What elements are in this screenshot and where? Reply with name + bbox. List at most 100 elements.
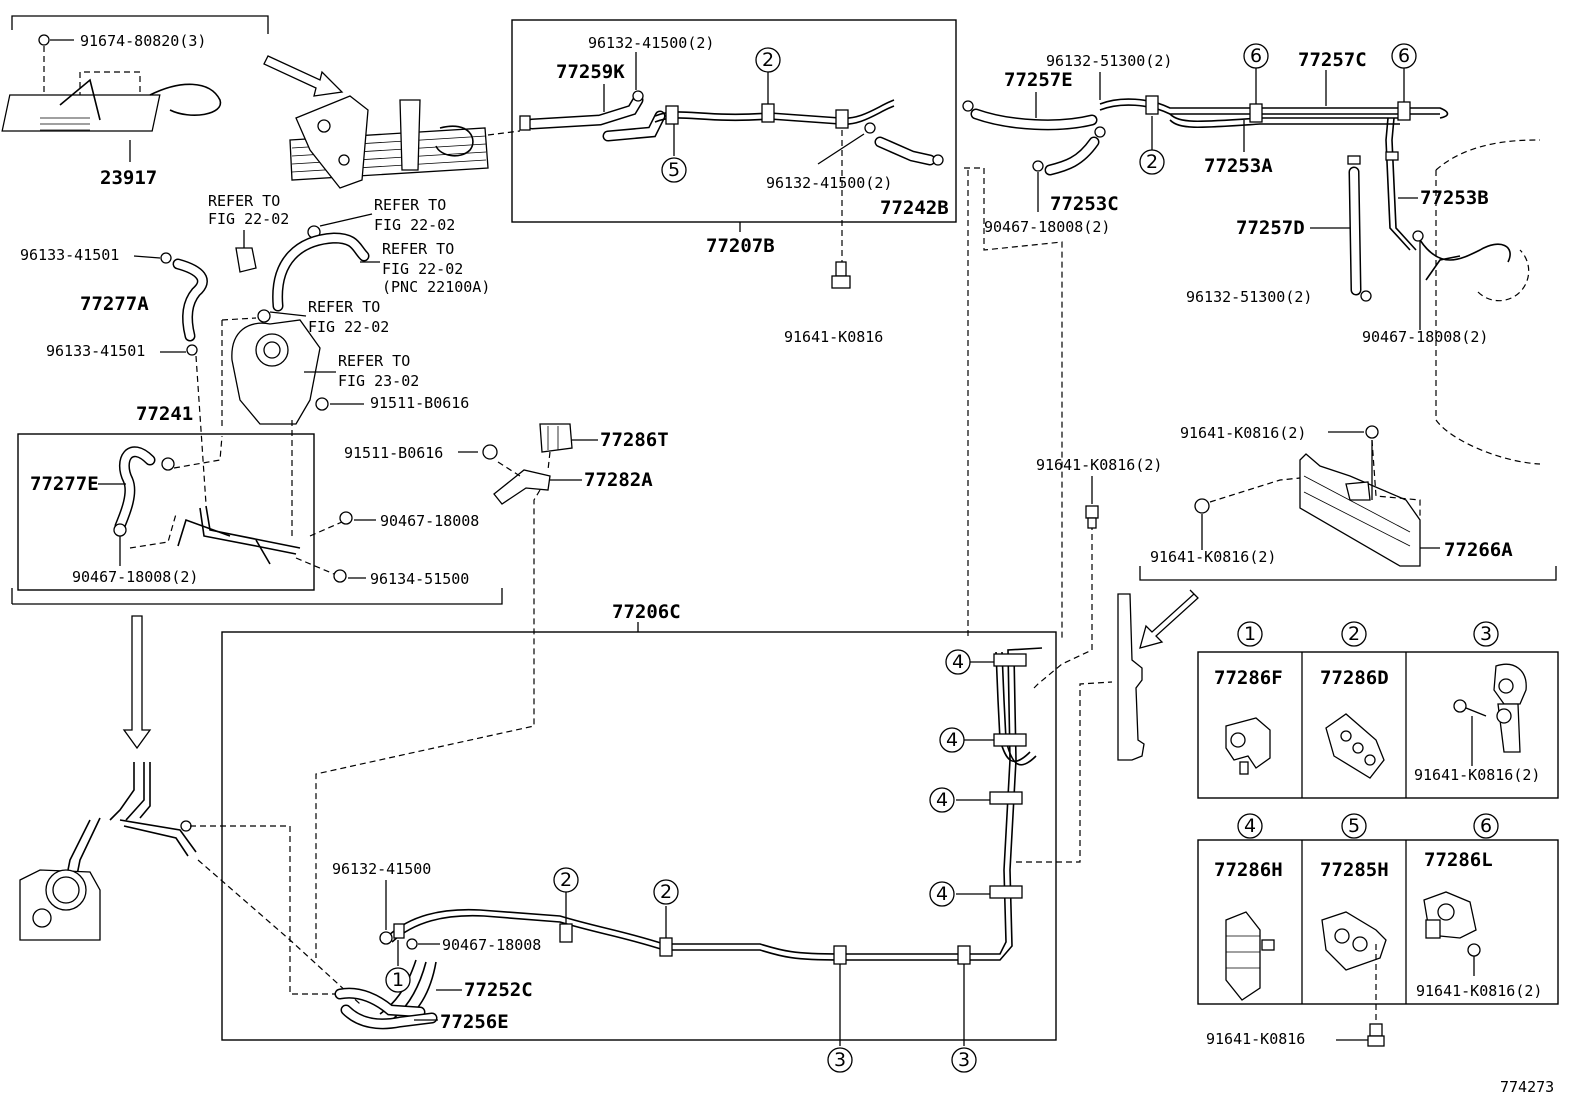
clamp-77286H-icon: [1225, 911, 1275, 1001]
legend-part-4: 77286H: [1214, 859, 1283, 881]
callout-c2: 2: [653, 879, 679, 905]
label-90467-18008-2-top: 90467-18008(2): [984, 218, 1110, 236]
pipe-77207B: [632, 90, 944, 166]
callout-c2: 2: [1341, 621, 1367, 647]
label-refer-4: REFER TO: [308, 298, 380, 316]
label-77257E: 77257E: [1004, 69, 1073, 91]
label-91674-80820: 91674-80820(3): [80, 32, 206, 50]
legend-extra-6: 91641-K0816(2): [1416, 982, 1542, 1000]
hose-77257E: [962, 100, 1098, 131]
bracket-77282A: [493, 469, 551, 505]
callout-number: 6: [1250, 45, 1262, 67]
callout-c3: 3: [951, 1047, 977, 1073]
hoses-77252C-77256E: [334, 923, 438, 1030]
label-77253B: 77253B: [1420, 187, 1489, 209]
legend-part-2: 77286D: [1320, 667, 1389, 689]
label-23917: 23917: [100, 167, 157, 189]
clamp-77286F-icon: [1225, 717, 1271, 775]
clamp-77286T: [539, 423, 573, 453]
callout-number: 5: [1348, 815, 1360, 837]
callout-c5: 5: [661, 157, 687, 183]
bolt-91641-K0816: [831, 261, 851, 289]
label-77207B: 77207B: [706, 235, 775, 257]
arrow-down: [122, 615, 152, 750]
pipe-77257C: [1099, 95, 1449, 251]
label-refer-3: REFER TO: [382, 240, 454, 258]
hose-77257D: [1347, 155, 1372, 302]
callout-number: 4: [1244, 815, 1256, 837]
label-91641-K0816-2-c: 91641-K0816(2): [1036, 456, 1162, 474]
diagram-id: 774273: [1500, 1078, 1554, 1096]
side-bracket: [1117, 589, 1199, 761]
callout-number: 3: [834, 1049, 846, 1071]
lower-left-assembly: [19, 762, 361, 1005]
label-91641-K0816-single: 91641-K0816: [784, 328, 883, 346]
clamp-77285H-icon: [1321, 911, 1387, 1024]
callout-c2: 2: [1139, 149, 1165, 175]
label-77241: 77241: [136, 403, 193, 425]
label-fig-1: FIG 22-02: [208, 210, 289, 228]
label-fig-2: FIG 22-02: [374, 216, 455, 234]
cooler-with-bracket: [289, 95, 521, 189]
callout-number: 2: [660, 881, 672, 903]
label-96132-41500: 96132-41500: [332, 860, 431, 878]
group-bracket-77266A: [1139, 566, 1557, 581]
group-box-77207B: [511, 19, 957, 223]
label-96132-51300-2-top: 96132-51300(2): [1046, 52, 1172, 70]
bolt-91641-K0816-c: [1085, 505, 1099, 529]
callout-number: 3: [958, 1049, 970, 1071]
label-pnc-3: (PNC 22100A): [382, 278, 490, 296]
callout-c6: 6: [1391, 43, 1417, 69]
label-91511-B0616-a: 91511-B0616: [370, 394, 469, 412]
label-96132-41500-2-top: 96132-41500(2): [588, 34, 714, 52]
legend-grid: [1197, 651, 1559, 1005]
label-90467-18008-b: 90467-18008: [442, 936, 541, 954]
legend-below-bolt: 91641-K0816: [1206, 1030, 1305, 1048]
label-77252C: 77252C: [464, 979, 533, 1001]
callout-number: 5: [668, 159, 680, 181]
label-refer-5: REFER TO: [338, 352, 410, 370]
power-steering-pump: [221, 309, 336, 430]
callout-c6: 6: [1473, 813, 1499, 839]
callout-number: 2: [762, 49, 774, 71]
callout-number: 4: [936, 883, 948, 905]
callout-c5: 5: [1341, 813, 1367, 839]
hose-77277A: [160, 252, 208, 356]
callout-number: 4: [952, 651, 964, 673]
label-96133-41501-top: 96133-41501: [20, 246, 119, 264]
callout-number: 6: [1398, 45, 1410, 67]
hose-77277E: [113, 435, 301, 565]
legend-extra-3: 91641-K0816(2): [1414, 766, 1540, 784]
callout-c2: 2: [755, 47, 781, 73]
label-77253C: 77253C: [1050, 193, 1119, 215]
label-77282A: 77282A: [584, 469, 653, 491]
callout-c1: 1: [385, 967, 411, 993]
group-box-77241: [17, 433, 315, 591]
bolt-91511-B0616-a: [315, 397, 364, 411]
label-96132-51300-2-bot: 96132-51300(2): [1186, 288, 1312, 306]
oil-cooler-assembly: [1, 15, 269, 162]
legend-part-6: 77286L: [1424, 849, 1493, 871]
label-77257D: 77257D: [1236, 217, 1305, 239]
callout-c3: 3: [1473, 621, 1499, 647]
label-77206C: 77206C: [612, 601, 681, 623]
label-fig-4: FIG 22-02: [308, 318, 389, 336]
bolt-91511-B0616-b: [458, 444, 498, 460]
label-91641-K0816-2-a: 91641-K0816(2): [1180, 424, 1306, 442]
label-90467-18008-2-right: 90467-18008(2): [1362, 328, 1488, 346]
callout-number: 2: [1146, 151, 1158, 173]
label-77259K: 77259K: [556, 61, 625, 83]
callout-number: 6: [1480, 815, 1492, 837]
label-77277A: 77277A: [80, 293, 149, 315]
callout-c3: 3: [827, 1047, 853, 1073]
callout-c4: 4: [939, 727, 965, 753]
label-77242B: 77242B: [880, 197, 949, 219]
label-91511-B0616-b: 91511-B0616: [344, 444, 443, 462]
label-77266A: 77266A: [1444, 539, 1513, 561]
clamp-77286L-icon: [1423, 891, 1481, 976]
label-refer-2: REFER TO: [374, 196, 446, 214]
callout-c6: 6: [1243, 43, 1269, 69]
label-90467-18008-a: 90467-18008: [380, 512, 479, 530]
